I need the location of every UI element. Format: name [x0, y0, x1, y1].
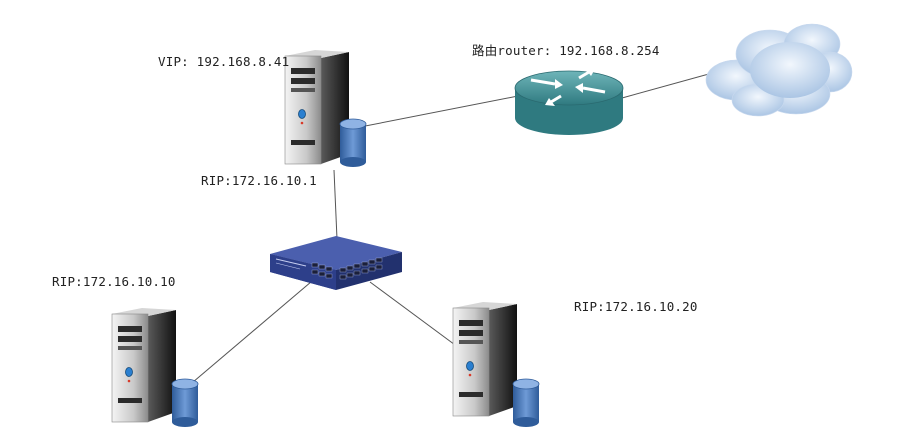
link-switch-server1	[185, 275, 319, 389]
director-rip-label: RIP:172.16.10.1	[201, 173, 317, 188]
server2-rip-label: RIP:172.16.10.20	[574, 299, 698, 314]
cloud-icon	[705, 23, 853, 117]
vip-label: VIP: 192.168.8.41	[158, 54, 290, 69]
router-label: 路由router: 192.168.8.254	[472, 43, 660, 58]
link-router-cloud	[621, 71, 717, 99]
director-server-icon	[284, 49, 367, 168]
server1-rip-label: RIP:172.16.10.10	[52, 274, 176, 289]
real-server-icon	[111, 307, 199, 428]
links	[185, 71, 717, 389]
switch-icon	[270, 236, 402, 290]
router-icon	[514, 68, 624, 135]
link-director-router	[354, 95, 519, 129]
real-server-icon	[452, 301, 540, 428]
